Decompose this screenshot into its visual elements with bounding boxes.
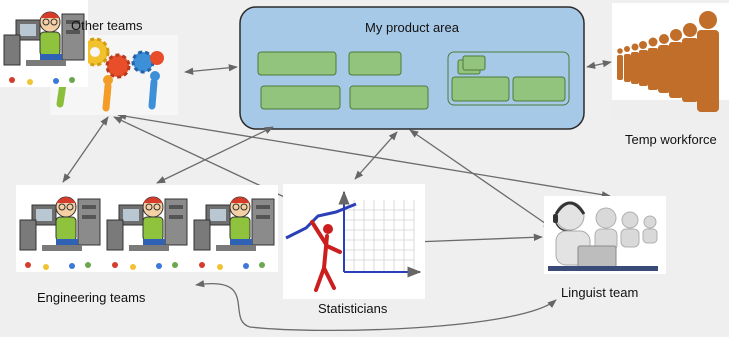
product-modules	[257, 51, 570, 110]
engineer-at-computer-icon	[0, 0, 279, 273]
call-center-headset-icon	[544, 196, 666, 274]
people-line-icon	[612, 3, 729, 121]
statistician-chart-icon	[283, 184, 425, 299]
connection-arrows	[62, 60, 612, 332]
statisticians-label: Statisticians	[318, 301, 388, 316]
engineering-teams-label: Engineering teams	[37, 290, 146, 305]
temp-workforce-label: Temp workforce	[625, 132, 717, 147]
other-teams-label: Other teams	[71, 18, 143, 33]
product-area-title: My product area	[365, 20, 459, 35]
linguist-team-label: Linguist team	[561, 285, 639, 300]
